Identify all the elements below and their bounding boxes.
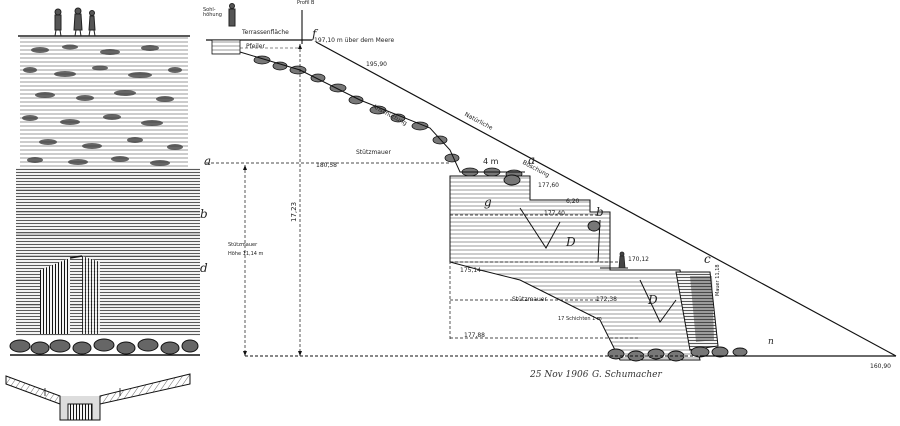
letter-b-left: b [200,207,208,221]
plan-detail [5,373,191,421]
pillar-label: Pfeiler [246,43,265,50]
figure-icon [228,3,236,27]
right-note: Mauer 11,18 [715,264,721,296]
upper-wall-label: Stützmauer [356,149,391,156]
top-left-note: Sohl- höhung [203,7,222,18]
wall-thickness-label: 17 Schichten 1 m [558,316,602,322]
figure-icon [618,251,626,269]
letter-d-right: D [566,235,576,249]
figures-icon [54,7,96,37]
letter-a-left: a [204,154,212,168]
signature-date: 25 Nov 1906 [530,370,589,380]
elevation-177-60: 177,60 [538,182,559,189]
elevation-195: 195,90 [366,61,387,68]
left-wall-height: Höhe 11,14 m [228,251,264,257]
letter-g: g [484,195,492,209]
height-17: 17,23 [290,201,298,222]
elevation-top: 197,10 m über dem Meere [314,37,395,44]
letter-c: c [704,252,711,266]
elevation-177-40: 177,40 [544,210,565,217]
wall-section [206,3,897,362]
elevation-177-88: 177,88 [464,332,485,339]
elevation-172: 172,38 [596,296,617,303]
letter-a-right: a [528,153,536,167]
letter-d-lower: D [648,293,658,307]
rubble-fill [253,55,523,179]
dimension-6: 6,20 [566,198,580,205]
terrace-surface-label: Terrassenfläche [242,29,289,36]
letter-n: n [768,337,774,347]
profile-mark: Profil B [297,0,315,6]
elevation-180: 180,58 [316,162,337,169]
elevation-170: 170,12 [628,256,649,263]
letter-b-right: b [596,205,604,219]
dimension-4m: 4 m [483,157,499,166]
left-wall-label: Stützmauer [228,242,258,248]
wall-elevation [9,7,200,356]
letter-f: f [312,27,317,41]
signature-name: G. Schumacher [592,370,662,380]
elevation-175: 175,14 [460,267,481,274]
letter-d-left: d [200,261,208,275]
main-wall-label: Stützmauer [512,296,547,303]
elevation-bottom: 160,90 [870,363,891,370]
slope-line [315,41,897,357]
